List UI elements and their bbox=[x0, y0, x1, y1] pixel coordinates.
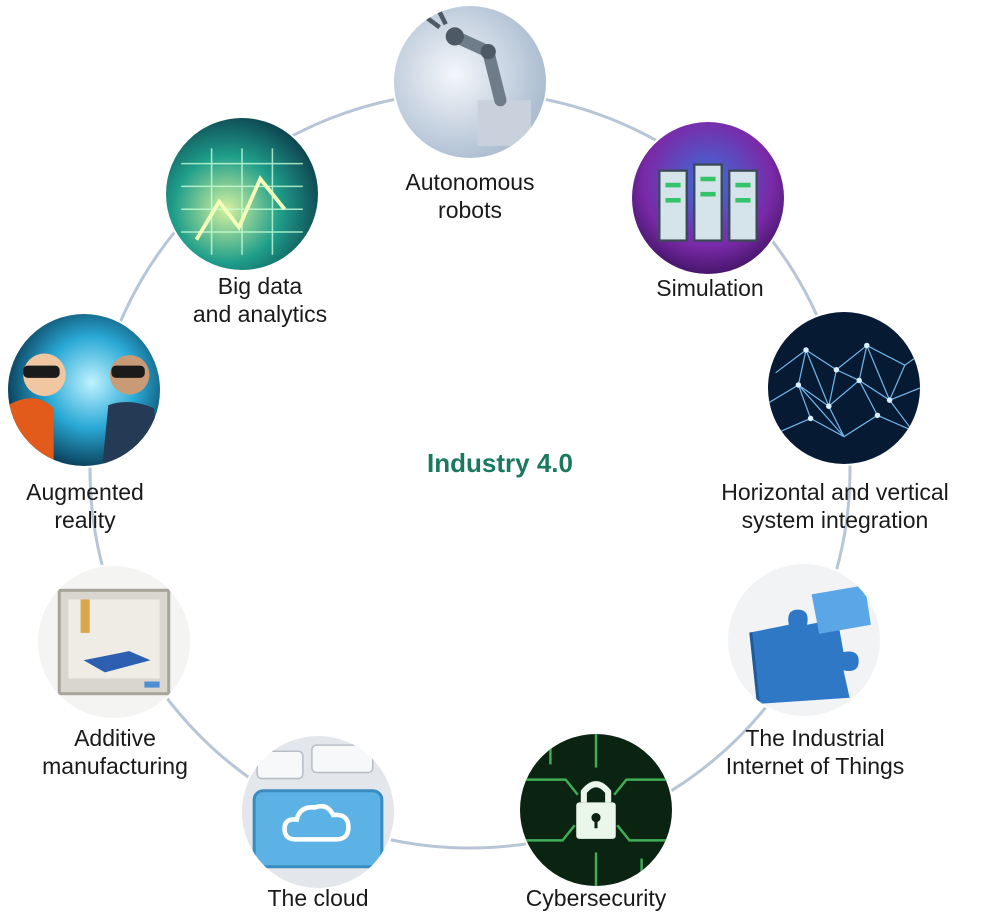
label-system-integration: Horizontal and vertical system integrati… bbox=[690, 478, 980, 534]
label-line: Internet of Things bbox=[725, 753, 905, 779]
cloud-key-icon bbox=[242, 736, 394, 888]
puzzle-icon bbox=[728, 564, 880, 716]
label-iiot: The Industrial Internet of Things bbox=[690, 724, 940, 780]
label-line: Big data bbox=[217, 273, 303, 299]
3d-printer-icon bbox=[38, 566, 190, 718]
server-rack-icon bbox=[632, 122, 784, 274]
label-line: manufacturing bbox=[42, 753, 188, 779]
label-augmented-reality: Augmented reality bbox=[0, 478, 170, 534]
label-autonomous-robots: Autonomous robots bbox=[370, 168, 570, 224]
label-line: Autonomous bbox=[405, 169, 535, 195]
label-line: system integration bbox=[741, 507, 929, 533]
vr-headset-icon bbox=[8, 314, 160, 466]
label-line: Cybersecurity bbox=[525, 885, 667, 911]
label-line: Simulation bbox=[656, 275, 764, 301]
robot-arm-icon bbox=[394, 6, 546, 158]
data-stream-icon bbox=[166, 118, 318, 270]
label-line: Horizontal and vertical bbox=[721, 479, 949, 505]
label-line: Augmented bbox=[26, 479, 144, 505]
label-cybersecurity: Cybersecurity bbox=[496, 884, 696, 912]
label-cloud: The cloud bbox=[218, 884, 418, 912]
label-simulation: Simulation bbox=[610, 274, 810, 302]
padlock-icon bbox=[520, 734, 672, 886]
label-line: Additive bbox=[74, 725, 156, 751]
network-mesh-icon bbox=[768, 312, 920, 464]
label-line: The Industrial bbox=[745, 725, 885, 751]
diagram-title: Industry 4.0 bbox=[427, 448, 573, 478]
label-line: The cloud bbox=[267, 885, 369, 911]
label-line: robots bbox=[438, 197, 502, 223]
label-big-data: Big data and analytics bbox=[160, 272, 360, 328]
label-line: and analytics bbox=[192, 301, 328, 327]
label-line: reality bbox=[54, 507, 116, 533]
label-additive-manufacturing: Additive manufacturing bbox=[10, 724, 220, 780]
